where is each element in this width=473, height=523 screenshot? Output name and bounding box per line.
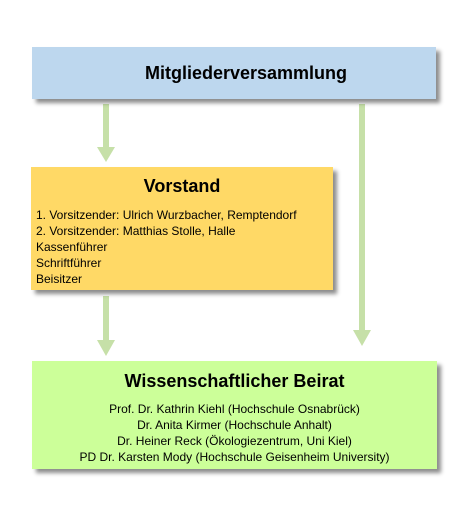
mitgliederversammlung-title: Mitgliederversammlung (144, 62, 348, 83)
arrow-vorstand-to-beirat (97, 296, 115, 356)
vorstand-line: Schriftführer (36, 256, 102, 270)
mitgliederversammlung-box: Mitgliederversammlung (32, 47, 436, 99)
vorstand-line: 1. Vorsitzender: Ulrich Wurzbacher, Remp… (36, 208, 297, 222)
vorstand-line: Kassenführer (36, 240, 108, 254)
beirat-line: Dr. Heiner Reck (Ökologiezentrum, Uni Ki… (117, 434, 352, 448)
beirat-members: Prof. Dr. Kathrin Kiehl (Hochschule Osna… (32, 401, 437, 465)
beirat-line: Dr. Anita Kirmer (Hochschule Anhalt) (137, 418, 332, 432)
beirat-title: Wissenschaftlicher Beirat (124, 371, 345, 391)
vorstand-title: Vorstand (143, 176, 221, 196)
arrow-to-beirat (353, 104, 371, 346)
arrow-to-vorstand (97, 104, 115, 162)
vorstand-members: 1. Vorsitzender: Ulrich Wurzbacher, Remp… (36, 207, 297, 287)
beirat-line: Prof. Dr. Kathrin Kiehl (Hochschule Osna… (109, 402, 360, 416)
vorstand-line: Beisitzer (36, 272, 83, 286)
beirat-box: Wissenschaftlicher Beirat Prof. Dr. Kath… (32, 361, 437, 469)
beirat-line: PD Dr. Karsten Mody (Hochschule Geisenhe… (79, 450, 390, 464)
vorstand-line: 2. Vorsitzender: Matthias Stolle, Halle (36, 224, 236, 238)
vorstand-box: Vorstand 1. Vorsitzender: Ulrich Wurzbac… (31, 167, 333, 290)
